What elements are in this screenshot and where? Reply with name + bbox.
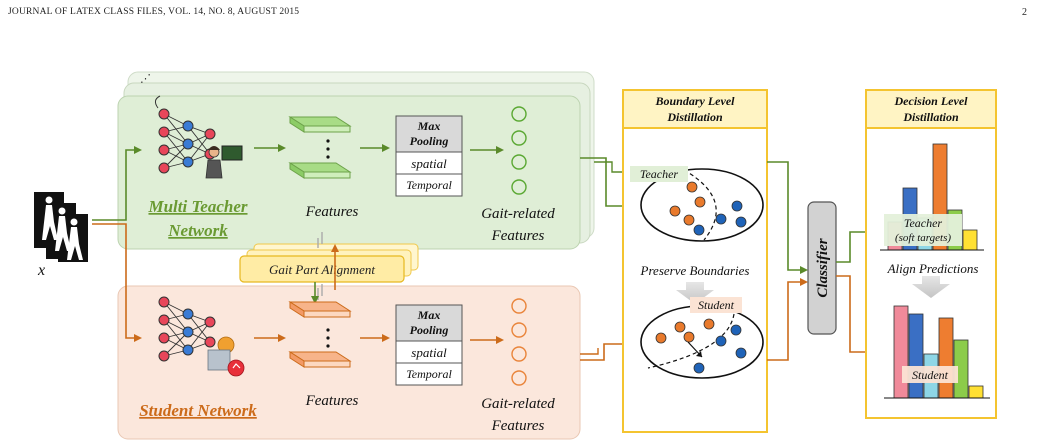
boundary-to-classifier-arrow-bottom [767,278,808,361]
boundary-student-label: Student [698,298,735,312]
student-feature-maps [288,301,352,368]
decision-distillation-panel: Decision Level Distillation Teacher (sof… [865,89,997,419]
student-gait-label-1: Gait-related [481,396,555,412]
teacher-stack-dots: ⋰ [140,73,151,85]
teacher-to-boundary-arrow-2 [594,161,626,173]
teacher-panel-stack: ⋰ [117,71,595,250]
gait-silhouette-input [34,192,88,262]
teacher-to-boundary-arrow [580,157,638,210]
student-gait-feature-circles [511,298,527,386]
teacher-features-label: Features [305,204,359,220]
gait-part-alignment-label: Gait Part Alignment [269,262,375,277]
student-pool-title-2: Pooling [410,323,449,337]
input-label: x [37,262,45,279]
student-max-pooling: Max Pooling spatial Temporal [395,304,463,386]
classifier-label: Classifier [815,238,831,297]
teacher-pool-title-2: Pooling [410,134,449,148]
decision-student-label: Student [912,368,949,382]
teacher-pool-spatial: spatial [411,156,447,171]
preserve-boundaries-label: Preserve Boundaries [640,263,750,278]
student-to-boundary-arrow [580,340,636,361]
student-title: Student Network [139,401,257,420]
decision-title-1: Decision Level [894,94,969,108]
decision-teacher-label-2: (soft targets) [895,232,951,244]
student-pool-temporal: Temporal [406,367,452,381]
classifier-box: Classifier [807,201,837,335]
boundary-to-classifier-arrow-top [767,161,808,274]
teacher-gait-label-1: Gait-related [481,206,555,222]
teacher-title-line1: Multi Teacher [147,197,247,216]
running-header: JOURNAL OF LATEX CLASS FILES, VOL. 14, N… [8,7,300,17]
gait-part-alignment-box: Gait Part Alignment [239,243,419,283]
student-gait-label-2: Features [491,418,545,434]
teacher-feature-maps [288,116,352,179]
teacher-gait-feature-circles [511,106,527,195]
boundary-title-2: Distillation [666,110,723,124]
teacher-max-pooling: Max Pooling spatial Temporal [395,115,463,197]
teacher-title-line2: Network [167,221,228,240]
teacher-pool-title-1: Max [417,119,441,133]
teacher-network-icon [154,95,243,179]
boundary-title-1: Boundary Level [655,94,736,108]
decision-teacher-label-1: Teacher [904,216,943,230]
input-to-student-arrow [92,223,142,342]
boundary-distillation-panel: Boundary Level Distillation Teacher Pres… [622,89,768,433]
input-to-teacher-arrow [92,146,142,221]
student-pool-spatial: spatial [411,345,447,360]
student-pool-title-1: Max [417,308,441,322]
page-number: 2 [1022,7,1027,18]
boundary-teacher-label: Teacher [640,167,679,181]
student-to-boundary-arrow-2 [580,348,599,355]
teacher-gait-label-2: Features [491,228,545,244]
student-network-icon [158,296,245,377]
decision-title-2: Distillation [902,110,959,124]
teacher-pool-temporal: Temporal [406,178,452,192]
student-features-label: Features [305,393,359,409]
align-predictions-label: Align Predictions [887,261,979,276]
